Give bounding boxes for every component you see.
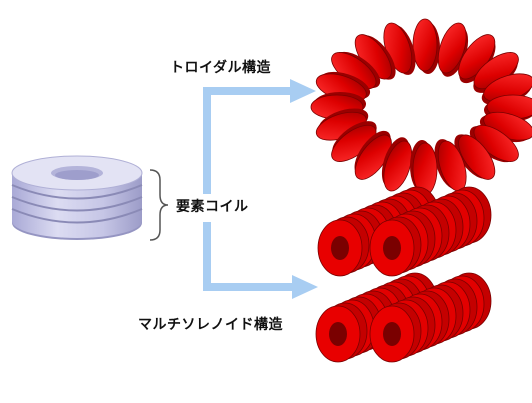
- solenoid-bore: [331, 236, 349, 260]
- multi-solenoid-coil-cluster-icon: [315, 186, 492, 363]
- brace-icon: [149, 169, 169, 241]
- solenoid-bore: [383, 322, 401, 346]
- stacked-disk-coil-icon: [11, 155, 143, 240]
- element-coil-label: 要素コイル: [176, 199, 249, 215]
- toroid-coil-segment: [410, 140, 438, 196]
- toroid-coil-segment: [454, 134, 496, 180]
- solenoid-bore: [383, 236, 401, 260]
- branch-arrow-icon: [203, 79, 318, 299]
- multi-solenoid-structure-label: マルチソレノイド構造: [138, 317, 283, 333]
- toroid-coil-segment: [381, 137, 413, 192]
- toroidal-structure-label: トロイダル構造: [170, 60, 271, 76]
- toroidal-coil-ring-icon: [310, 18, 532, 196]
- toroid-coil-segment: [412, 18, 440, 74]
- solenoid-bore: [329, 322, 347, 346]
- toroid-coil-segment: [469, 124, 519, 163]
